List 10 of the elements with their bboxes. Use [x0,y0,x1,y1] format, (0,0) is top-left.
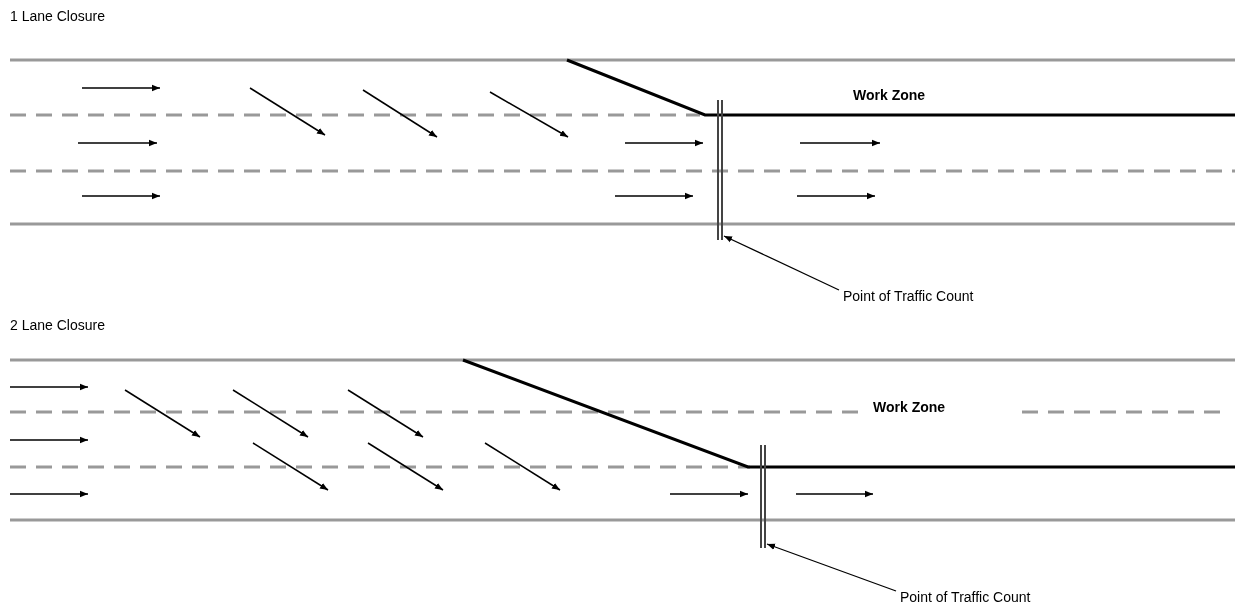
panel-title: 1 Lane Closure [10,8,105,24]
count-line [760,445,766,548]
leader-line [723,235,840,291]
callout-text: Point of Traffic Count [843,288,974,304]
leader-line [766,543,897,592]
panel-title: 2 Lane Closure [10,317,105,333]
zone-label: Work Zone [853,87,926,103]
callout-text: Point of Traffic Count [900,589,1031,605]
zone-label: Work Zone [873,399,946,415]
count-line [717,100,723,240]
